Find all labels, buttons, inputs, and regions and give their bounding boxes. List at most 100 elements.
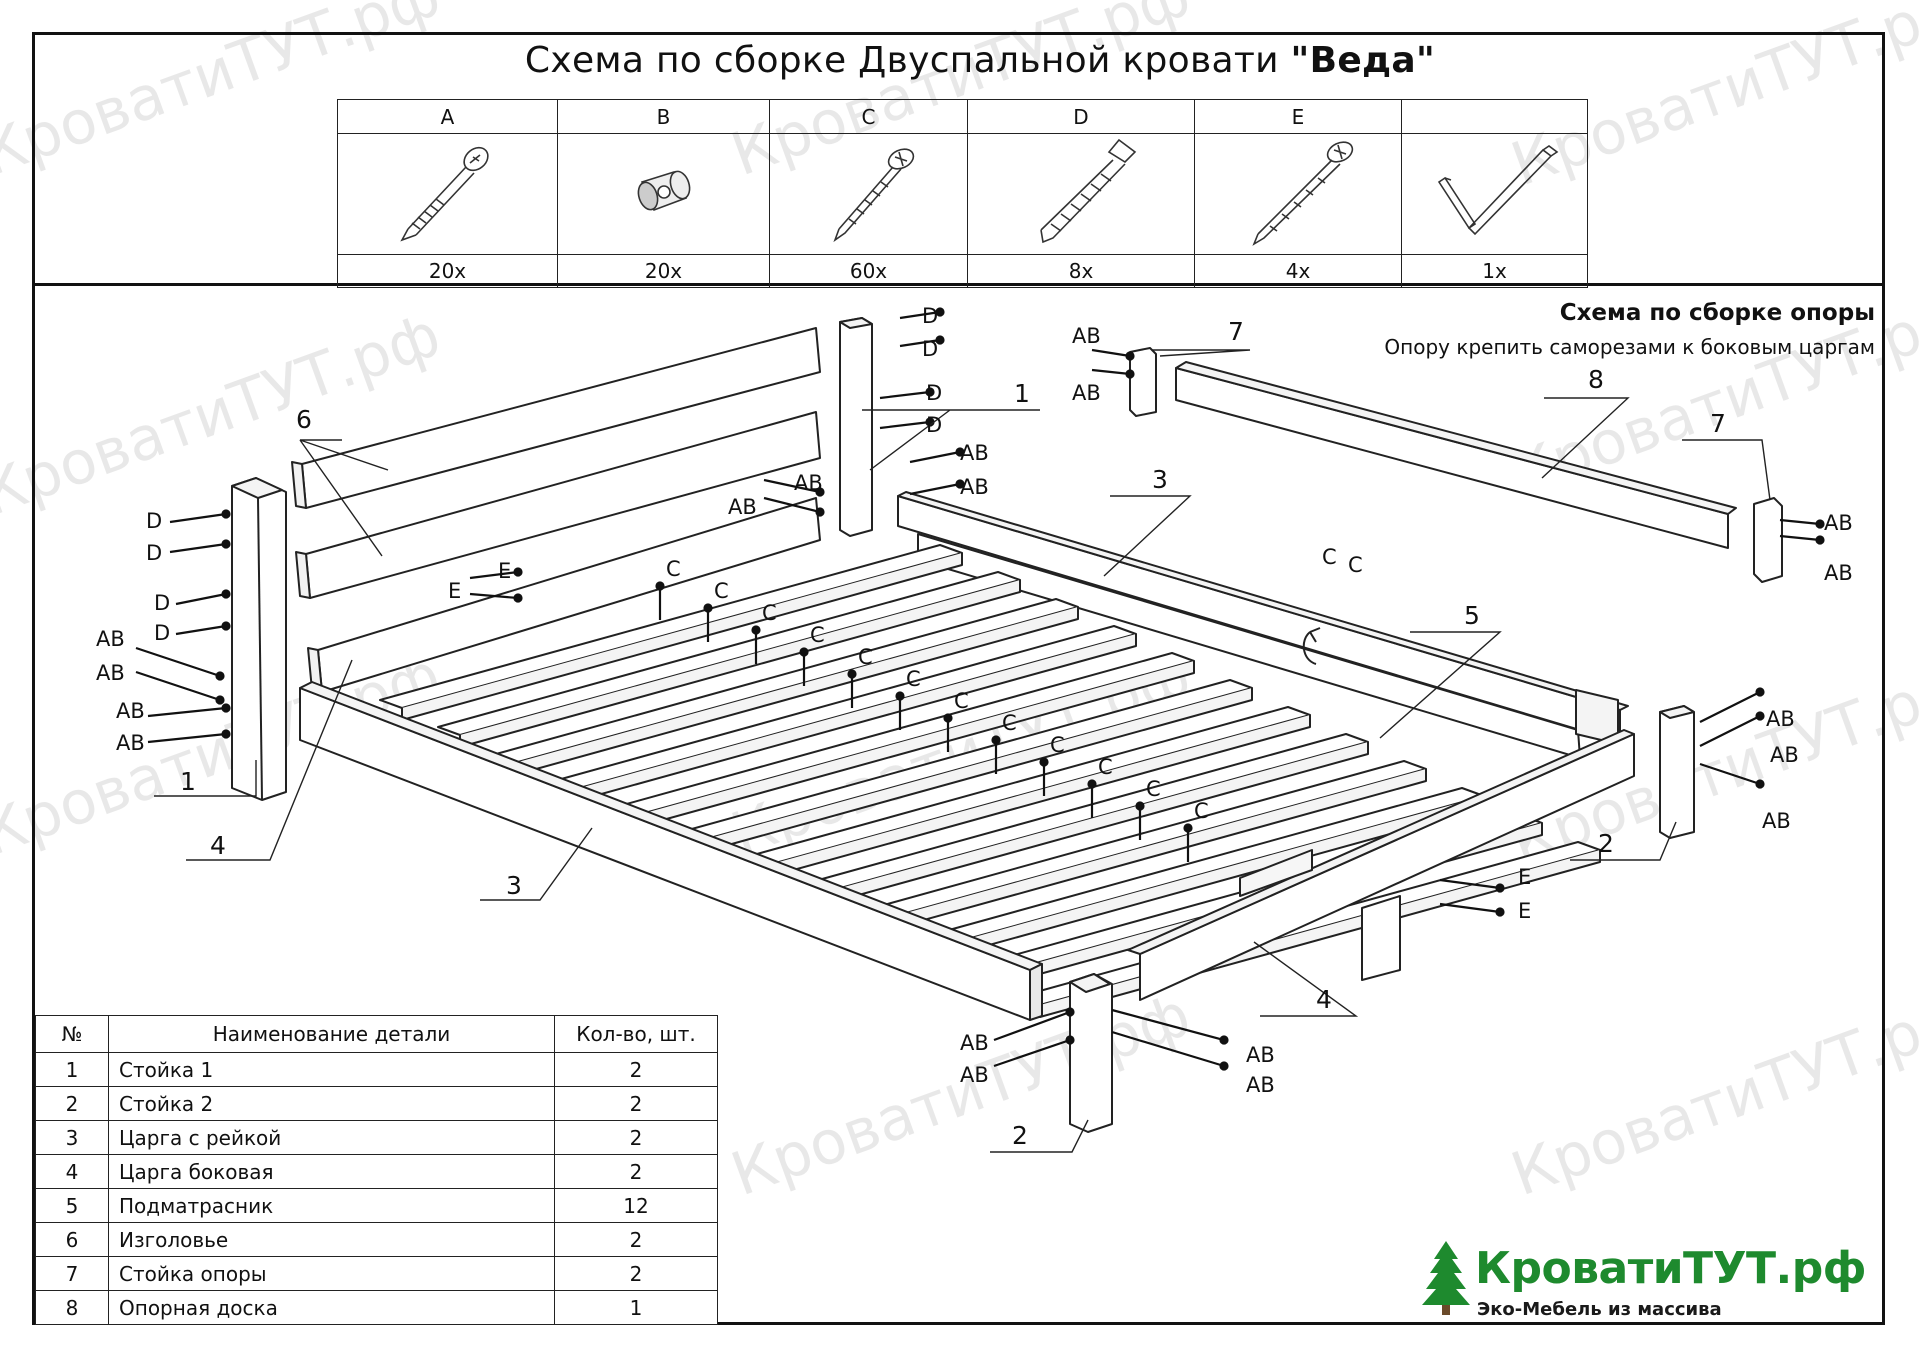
part-name: Изголовье: [108, 1222, 555, 1257]
label-c: C: [954, 689, 969, 713]
label-c: C: [1322, 545, 1337, 569]
screw-c-head: [943, 713, 953, 723]
headboard-panels: [291, 327, 821, 693]
label-ab: AB: [1770, 743, 1799, 767]
label-c: C: [714, 579, 729, 603]
brand-tagline: Эко-Мебель из массива: [1477, 1299, 1722, 1320]
label-d: D: [926, 413, 942, 437]
fastener-shaft: [147, 706, 227, 718]
fastener-head: [815, 487, 825, 497]
rotation-arrow-icon: [1302, 627, 1321, 665]
fastener-head: [221, 621, 231, 631]
label-e: E: [498, 559, 511, 583]
label-c: C: [810, 623, 825, 647]
label-c: C: [1348, 553, 1363, 577]
label-c: C: [1050, 733, 1065, 757]
parts-header-no: №: [35, 1015, 109, 1053]
part-name: Стойка опоры: [108, 1256, 555, 1291]
fastener-shaft: [1779, 534, 1821, 542]
slat-side: [401, 553, 963, 721]
fastener-shaft: [1439, 878, 1501, 890]
label-d: D: [922, 337, 938, 361]
label-ab: AB: [116, 731, 145, 755]
label-d: D: [922, 304, 938, 328]
fastener-head: [215, 695, 225, 705]
fastener-shaft: [1779, 518, 1821, 526]
label-ab: AB: [1072, 324, 1101, 348]
part-no: 3: [35, 1120, 109, 1155]
fastener-head: [955, 447, 965, 457]
label-c: C: [1146, 777, 1161, 801]
support-leg: [1239, 849, 1401, 981]
fastener-head: [1125, 351, 1135, 361]
label-ab: AB: [1072, 381, 1101, 405]
part-qty: 2: [554, 1120, 718, 1155]
label-c: C: [1098, 755, 1113, 779]
screw-c-head: [895, 691, 905, 701]
fastener-shaft: [135, 646, 221, 678]
fastener-shaft: [169, 542, 227, 554]
label-ab: AB: [1766, 707, 1795, 731]
part-no: 8: [35, 1290, 109, 1325]
fastener-shaft: [993, 1010, 1071, 1042]
screw-c-head: [1087, 779, 1097, 789]
support-board: [1175, 361, 1737, 549]
hardware-qty: 60x: [769, 254, 968, 288]
part-no: 2: [35, 1086, 109, 1121]
callout-3: 3: [506, 871, 522, 900]
label-e: E: [1518, 899, 1531, 923]
hardware-letter: B: [557, 99, 770, 134]
fastener-head: [1815, 535, 1825, 545]
barrel-nut-icon: [637, 170, 690, 211]
part-no: 1: [35, 1052, 109, 1087]
label-ab: AB: [96, 661, 125, 685]
title-prefix: Схема по сборке Двуспальной кровати: [524, 40, 1291, 81]
label-c: C: [906, 667, 921, 691]
part-qty: 1: [554, 1290, 718, 1325]
label-d: D: [146, 509, 162, 533]
table-row: 8 Опорная доска 1: [35, 1290, 718, 1325]
screw-c-head: [1135, 801, 1145, 811]
fastener-shaft: [909, 482, 961, 496]
label-c: C: [762, 601, 777, 625]
fastener-shaft: [993, 1038, 1071, 1068]
fastener-head: [1125, 369, 1135, 379]
label-e: E: [1518, 865, 1531, 889]
label-ab: AB: [116, 699, 145, 723]
hardware-image-cell: [967, 133, 1195, 255]
fastener-shaft: [1091, 348, 1131, 358]
hardware-qty: 1x: [1401, 254, 1588, 288]
part-no: 6: [35, 1222, 109, 1257]
callout-1-back: 1: [1014, 379, 1030, 408]
screw-markers: [135, 307, 1825, 1071]
fastener-head: [1755, 687, 1765, 697]
fastener-shaft: [1699, 762, 1761, 786]
fastener-head: [1065, 1007, 1075, 1017]
fastener-head: [935, 335, 945, 345]
long-screw-icon: [399, 146, 489, 241]
sheet-frame: [32, 32, 1885, 1325]
post-right: [1659, 705, 1695, 839]
label-ab: AB: [1246, 1043, 1275, 1067]
hardware-letter: A: [337, 99, 558, 134]
fastener-shaft: [469, 570, 519, 580]
table-row: 5 Подматрасник 12: [35, 1188, 718, 1223]
fastener-head: [935, 307, 945, 317]
label-ab: AB: [960, 1031, 989, 1055]
part-qty: 2: [554, 1086, 718, 1121]
fastener-shaft: [135, 670, 221, 702]
fastener-shaft: [1699, 715, 1761, 747]
hardware-letter: [1401, 99, 1588, 134]
label-c: C: [666, 557, 681, 581]
post-front-right: [1069, 973, 1113, 1133]
fastener-shaft: [879, 390, 931, 400]
post-back-left: [839, 317, 873, 537]
fastener-shaft: [169, 512, 227, 524]
parts-header-name: Наименование детали: [108, 1015, 555, 1053]
label-d: D: [154, 591, 170, 615]
confirmat-screw-icon: [1040, 138, 1137, 244]
label-ab: AB: [1824, 561, 1853, 585]
table-row: 1 Стойка 1 2: [35, 1052, 718, 1087]
label-ab: AB: [960, 1063, 989, 1087]
